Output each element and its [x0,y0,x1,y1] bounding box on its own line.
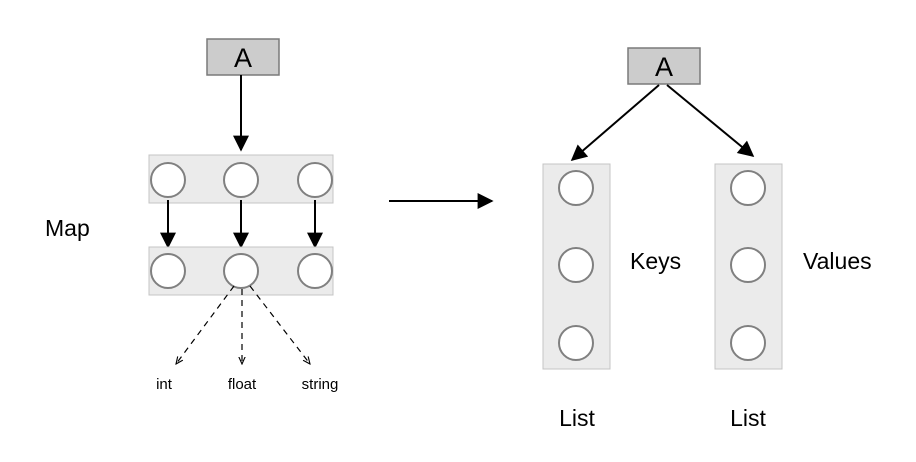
right-node-a-label: A [655,52,673,82]
right-arrow-a-to-values [666,84,755,158]
map-value-slot-3 [297,253,333,289]
values-slot-1 [730,170,766,206]
left-node-a-label: A [234,43,252,73]
keys-slot-3 [558,325,594,361]
values-list-type-label: List [730,405,766,431]
map-diagram: A int float string Map [45,38,339,393]
map-value-slot-2 [223,253,259,289]
map-key-slot-3 [297,162,333,198]
map-key-slot-2 [223,162,259,198]
type-label-float: float [228,376,257,393]
keys-list-type-label: List [559,405,595,431]
left-node-a: A [206,38,280,76]
left-node-a-box [206,38,280,76]
values-slot-2 [730,247,766,283]
keys-label: Keys [630,248,681,274]
map-label: Map [45,215,90,241]
lists-diagram: A Keys Values List List [542,47,872,431]
type-arrow-int [176,285,235,364]
keys-slot-1 [558,170,594,206]
right-arrow-a-to-keys [570,84,660,162]
type-arrow-string [249,285,310,364]
right-node-a-box [627,47,701,85]
values-label: Values [803,248,872,274]
values-slot-3 [730,325,766,361]
keys-slot-2 [558,247,594,283]
map-key-slot-1 [150,162,186,198]
type-label-string: string [302,376,339,393]
map-value-slot-1 [150,253,186,289]
right-node-a: A [627,47,701,85]
type-label-int: int [156,376,173,393]
